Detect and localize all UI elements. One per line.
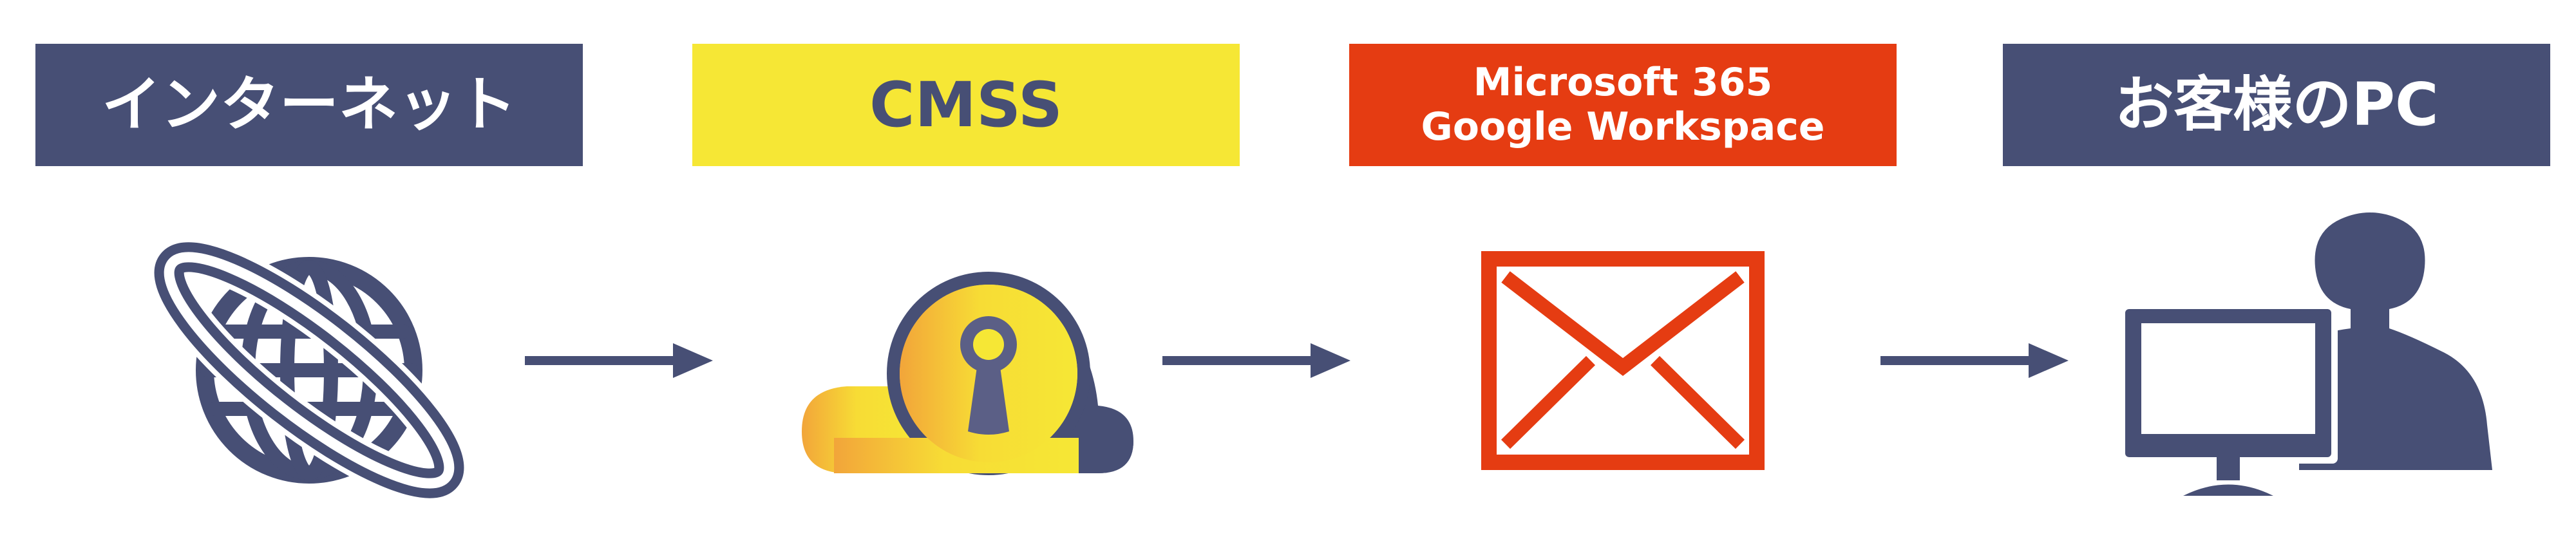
step-label-text: お客様のPC bbox=[2114, 70, 2439, 140]
step-label-internet: インターネット bbox=[35, 44, 583, 166]
step-label-customer-pc: お客様のPC bbox=[2003, 44, 2550, 166]
step-label-text: インターネット bbox=[101, 70, 516, 140]
step-label-text-line-2: Google Workspace bbox=[1421, 104, 1825, 149]
arrow-1 bbox=[525, 343, 713, 378]
globe-orbit-icon bbox=[149, 237, 469, 504]
step-label-text: CMSS bbox=[869, 68, 1063, 141]
envelope-icon bbox=[1481, 251, 1765, 470]
step-label-text-line-1: Microsoft 365 bbox=[1473, 60, 1773, 105]
step-label-cmss: CMSS bbox=[692, 44, 1240, 166]
step-label-mail-service: Microsoft 365 Google Workspace bbox=[1349, 44, 1897, 166]
arrow-3 bbox=[1880, 343, 2069, 378]
cloud-keyhole-icon bbox=[802, 272, 1133, 475]
arrow-2 bbox=[1162, 343, 1350, 378]
user-computer-icon bbox=[2119, 212, 2492, 496]
